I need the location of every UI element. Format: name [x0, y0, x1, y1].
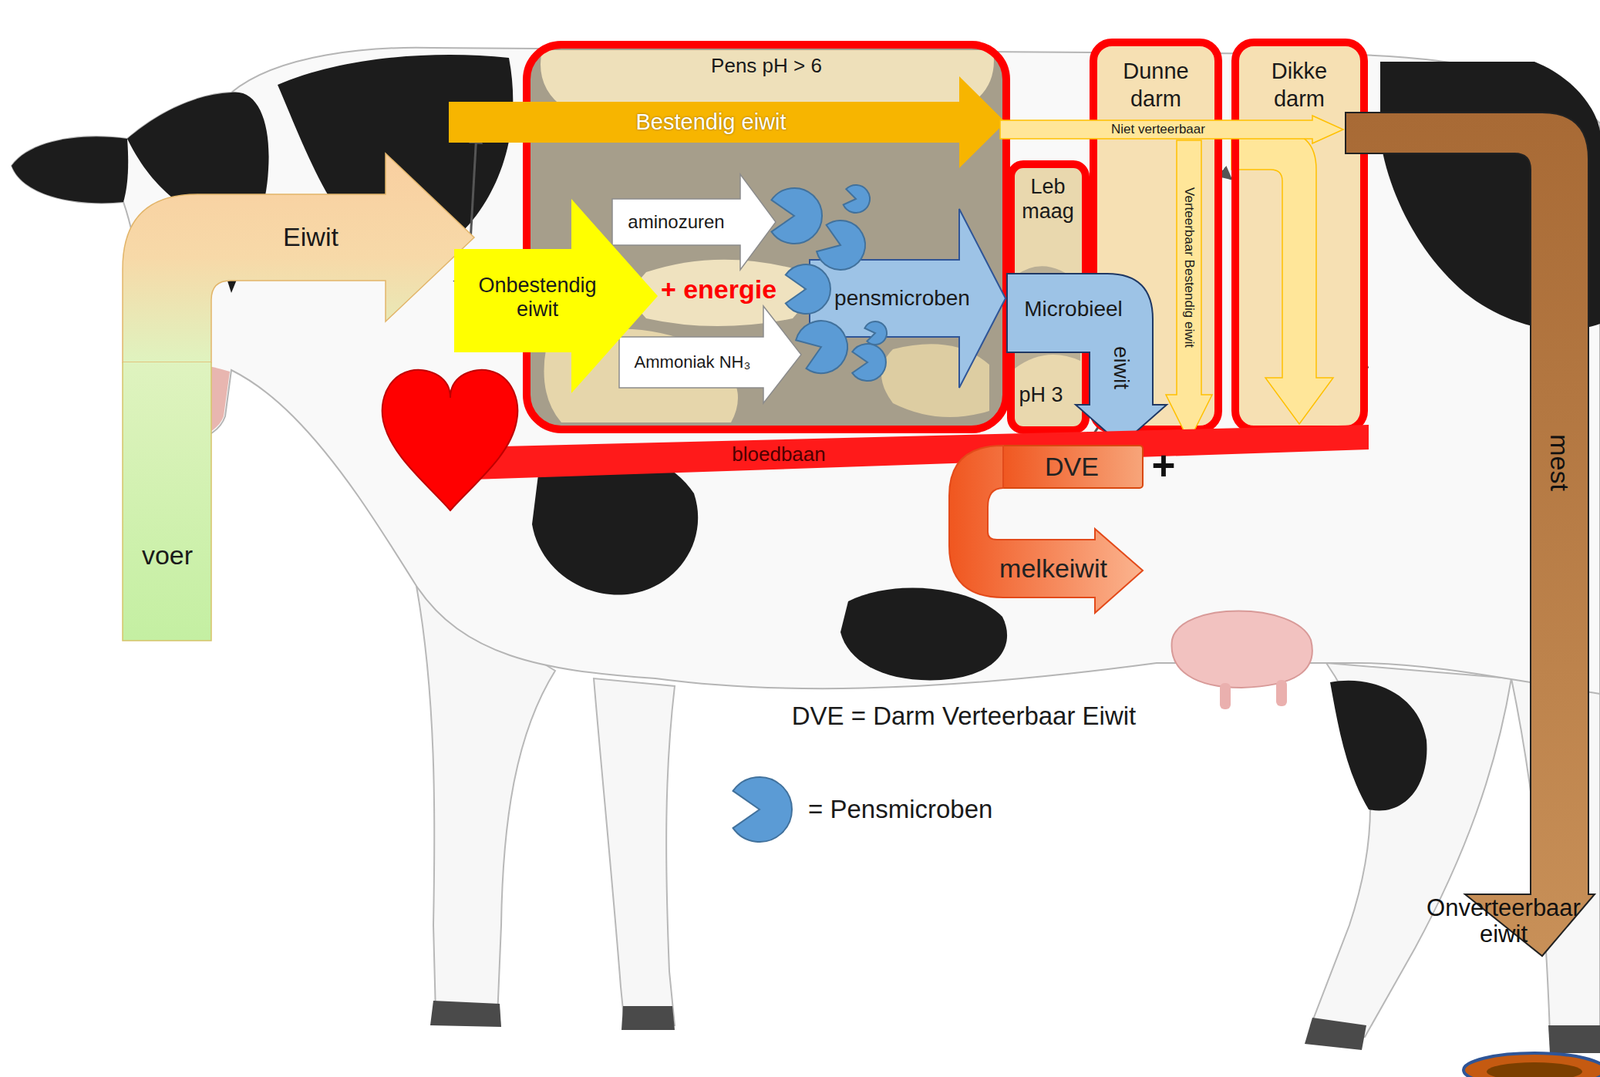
node-text: Leb maag	[1015, 174, 1081, 225]
microbe-symbol	[843, 185, 870, 213]
node-text: Pens pH > 6	[710, 54, 822, 78]
flow-arrow-shape	[612, 174, 776, 270]
manure-pile	[1463, 1053, 1600, 1077]
heart-symbol	[382, 370, 518, 511]
organ-box: Dikke darm	[1231, 38, 1368, 434]
flow-arrow: Onbestendig eiwit	[454, 198, 658, 394]
flow-arrow: DVE	[1000, 445, 1143, 489]
organ-box-shape	[1235, 42, 1365, 430]
node-text: bloedbaan	[731, 443, 826, 467]
flow-arrow-shape	[1007, 273, 1167, 445]
node-text: Dikke darm	[1251, 57, 1348, 114]
node-text: voer	[141, 540, 193, 571]
flow-arrow-shape	[448, 76, 1006, 169]
node-text: pensmicroben	[834, 286, 971, 311]
blood-band: bloedbaan	[379, 367, 1369, 511]
cow-udder	[1172, 611, 1313, 689]
flow-arrow: Microbieel eiwit	[1007, 273, 1169, 445]
flow-arrow: melkeiwit	[949, 445, 1143, 614]
cow-patch	[840, 588, 1008, 681]
flow-arrow-shape	[1345, 112, 1595, 957]
node-text: Bestendig eiwit	[635, 109, 786, 135]
microbe-symbol	[852, 343, 886, 381]
flow-arrow: aminozuren	[612, 174, 776, 270]
cow-leg	[593, 678, 675, 1026]
cow-hoof	[1304, 1017, 1367, 1051]
flow-arrow-shape	[1000, 115, 1344, 144]
node-text: eiwit	[1108, 346, 1134, 390]
node-text: Dunne darm	[1108, 57, 1205, 114]
cow-teat	[1219, 683, 1231, 710]
cow-hoof	[430, 1000, 502, 1028]
blood-band-outline	[379, 367, 1369, 511]
microbe-symbol	[771, 188, 823, 244]
flow-arrow-outline	[122, 153, 475, 363]
cow-hoof	[621, 1006, 675, 1031]
annotation-label: + energie	[660, 274, 777, 305]
node-text: mest	[1543, 434, 1574, 492]
flow-arrow: mestOnverteerbaar eiwit	[1310, 107, 1598, 964]
annotation-label: +	[1152, 442, 1176, 490]
legend-microbe-symbol	[733, 777, 792, 843]
cow-patch	[11, 136, 128, 203]
node-text: pH 3	[1018, 383, 1063, 408]
node-text: DVE	[1044, 451, 1099, 482]
flow-arrow-shape	[122, 153, 475, 363]
flow-arrow-shape	[619, 306, 802, 404]
node-text: melkeiwit	[999, 553, 1108, 584]
flow-arrow: Ammoniak NH₃	[619, 306, 802, 404]
microbe-symbol	[795, 320, 848, 374]
flow-arrow-shape	[122, 362, 212, 641]
cow-hoof	[1548, 1025, 1600, 1054]
node-text: Onverteerbaar eiwit	[1421, 895, 1587, 948]
node-text: Onbestendig eiwit	[470, 273, 606, 322]
cow-leg	[1310, 663, 1512, 1038]
flow-arrow: Bestendig eiwit	[448, 76, 1006, 169]
flow-arrow-shape	[949, 445, 1143, 614]
annotation-label: DVE = Darm Verteerbaar Eiwit	[791, 701, 1137, 731]
flow-arrow: Eiwit	[122, 153, 475, 363]
flow-arrow-outline	[122, 362, 212, 641]
flow-arrow-shape	[454, 198, 658, 394]
flow-arrow-shape	[122, 362, 212, 641]
flow-arrow-shape	[1165, 140, 1213, 442]
cow-patch	[1330, 680, 1427, 812]
organ-box-shape	[1231, 131, 1334, 425]
manure-pile	[1486, 1062, 1583, 1077]
node-text: aminozuren	[627, 211, 725, 233]
legend-text: = Pensmicroben	[808, 794, 993, 825]
rumen-box-shape	[634, 259, 805, 327]
flow-arrow: pensmicroben	[809, 208, 1006, 388]
flow-arrow: Niet verteerbaar	[1000, 115, 1344, 144]
node-text: Verteerbaar Bestendig eiwit	[1181, 187, 1197, 348]
microbe-symbol	[816, 220, 866, 270]
node-text: Eiwit	[282, 222, 339, 253]
microbe-symbol	[864, 321, 887, 345]
node-text: Microbieel	[1024, 296, 1123, 322]
node-text: Niet verteerbaar	[1111, 121, 1206, 138]
microbe-symbol	[785, 264, 831, 314]
flow-arrow: voer	[122, 362, 212, 641]
flow-arrow: Verteerbaar Bestendig eiwit	[1165, 140, 1213, 442]
node-text: Ammoniak NH₃	[634, 352, 752, 372]
flow-arrow-outline	[949, 445, 1143, 614]
flow-arrow-shape	[1000, 445, 1143, 489]
flow-arrow-outline	[1310, 107, 1598, 964]
blood-band-shape	[471, 424, 1369, 480]
cow-teat	[1276, 680, 1287, 707]
flow-connector	[470, 131, 477, 237]
